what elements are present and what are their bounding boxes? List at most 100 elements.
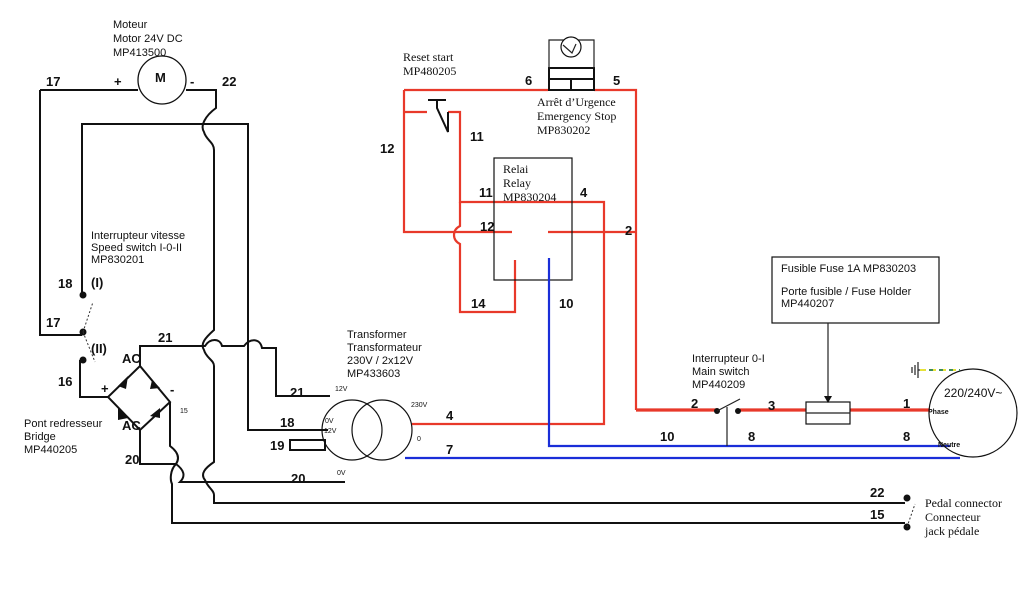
main-switch-label-line: Main switch xyxy=(692,366,749,378)
supply-voltage-label: 220/240V~ xyxy=(944,386,1002,400)
transformer-label-line: Transformer xyxy=(347,329,407,341)
wire-22 xyxy=(186,89,905,504)
bridge-minus: - xyxy=(170,382,174,397)
fuse-label-line: Porte fusible / Fuse Holder xyxy=(781,286,912,298)
reset-button-icon xyxy=(428,99,449,133)
bridge-label-line: Bridge xyxy=(24,431,56,443)
wire-19-link xyxy=(289,439,326,451)
bridge-label-line: MP440205 xyxy=(24,444,77,456)
wire-number: 6 xyxy=(525,73,532,88)
bridge-label-line: Pont redresseur xyxy=(24,418,103,430)
speed-pos-1: (I) xyxy=(91,275,103,290)
wire-11-4 xyxy=(412,110,606,426)
bridge-plus: + xyxy=(101,381,109,396)
wire-number: 22 xyxy=(222,74,236,89)
tx-12v-top: 12V xyxy=(335,386,348,393)
transformer-label: Transformer Transformateur 230V / 2x12V … xyxy=(347,329,422,380)
fuse-label-line: MP440207 xyxy=(781,298,834,310)
wire-18 xyxy=(81,123,328,431)
tx-0v-a: 0V xyxy=(325,418,334,425)
wire-number: 10 xyxy=(660,429,674,444)
diode-4-icon xyxy=(150,408,160,418)
main-switch-lever xyxy=(716,398,741,412)
motor-symbol xyxy=(137,55,187,105)
wire-number: 2 xyxy=(625,223,632,238)
fuse-label: Fusible Fuse 1A MP830203 Porte fusible /… xyxy=(781,263,916,310)
wire-number: 18 xyxy=(58,276,72,291)
wire-number: 4 xyxy=(446,408,454,423)
bridge-label: Pont redresseur Bridge MP440205 xyxy=(24,418,103,456)
wire-number: 21 xyxy=(290,385,304,400)
wire-number: 21 xyxy=(158,330,172,345)
speed-switch-label-line: MP830201 xyxy=(91,254,144,266)
estop-label-line: Emergency Stop xyxy=(537,109,616,123)
wire-number: 14 xyxy=(471,296,486,311)
wire-number: 17 xyxy=(46,74,60,89)
reset-label-line: MP480205 xyxy=(403,64,456,78)
wire-number: 10 xyxy=(559,296,573,311)
reset-label: Reset start MP480205 xyxy=(403,50,456,78)
estop-label-line: Arrêt d’Urgence xyxy=(537,95,616,109)
wire-number: 19 xyxy=(270,438,284,453)
pedal-label: Pedal connector Connecteur jack pédale xyxy=(924,496,1002,538)
wire-14 xyxy=(452,202,517,314)
supply-neutre-label: Neutre xyxy=(938,442,960,449)
wire-16 xyxy=(79,360,108,398)
estop-label: Arrêt d’Urgence Emergency Stop MP830202 xyxy=(537,95,616,137)
relay-label-line: MP830204 xyxy=(503,190,556,204)
relay-box xyxy=(493,157,573,281)
switch-contact-1 xyxy=(79,291,87,299)
pedal-switch-lever xyxy=(906,503,916,528)
speed-pos-2: (II) xyxy=(91,341,107,356)
bridge-ac-top: AC xyxy=(122,351,141,366)
tx-12v: 12V xyxy=(324,428,337,435)
fuse-label-box xyxy=(771,256,940,324)
wire-numbers: 17 22 12 11 6 5 11 4 12 2 14 10 18 17 16… xyxy=(46,73,910,522)
supply-phase-label: Phase xyxy=(928,409,949,416)
wire-number: 11 xyxy=(479,185,493,200)
main-switch-contact-b xyxy=(735,408,741,414)
wire-17-left xyxy=(39,90,82,336)
wire-5 xyxy=(594,88,638,410)
switch-contact-2 xyxy=(79,356,87,364)
wire-10-8 xyxy=(547,258,950,448)
transformer-label-line: Transformateur xyxy=(347,342,422,354)
main-switch-label-line: Interrupteur 0-I xyxy=(692,353,765,365)
wire-number: 17 xyxy=(46,315,60,330)
transformer-primary xyxy=(351,399,413,461)
motor-plus: + xyxy=(114,74,122,89)
wire-number: 20 xyxy=(125,452,139,467)
transformer-label-line: 230V / 2x12V xyxy=(347,355,414,367)
transformer-secondary xyxy=(321,399,383,461)
relay-label: Relai Relay MP830204 xyxy=(503,162,556,204)
speed-switch-label-line: Speed switch I-0-II xyxy=(91,242,182,254)
tx-0v-b: 0V xyxy=(337,470,346,477)
diode-2-icon xyxy=(150,380,160,389)
wire-12 xyxy=(402,90,512,234)
motor-label-line: Motor 24V DC xyxy=(113,33,183,45)
relay-label-line: Relay xyxy=(503,176,531,190)
wire-number: 18 xyxy=(280,415,294,430)
motor-label: Moteur Motor 24V DC MP413500 xyxy=(113,19,183,59)
wire-number: 5 xyxy=(613,73,620,88)
speed-switch-label: Interrupteur vitesse Speed switch I-0-II… xyxy=(91,230,185,266)
earth-icon xyxy=(911,362,920,378)
bridge-ac-bottom: AC xyxy=(122,418,141,433)
tx-0: 0 xyxy=(417,436,421,443)
diode-1-icon xyxy=(118,376,128,389)
estop-label-line: MP830202 xyxy=(537,123,590,137)
wire-number: 22 xyxy=(870,485,884,500)
motor-symbol-label: M xyxy=(155,70,166,85)
wire-number: 2 xyxy=(691,396,698,411)
switch-lever-2 xyxy=(82,331,96,363)
motor-label-line: Moteur xyxy=(113,19,148,31)
pedal-label-line: Pedal connector xyxy=(925,496,1002,510)
wire-number: 12 xyxy=(480,219,494,234)
wire-number: 3 xyxy=(768,398,775,413)
main-switch-label-line: MP440209 xyxy=(692,379,745,391)
tx-230v: 230V xyxy=(411,402,428,409)
pedal-label-line: jack pédale xyxy=(924,524,979,538)
reset-label-line: Reset start xyxy=(403,50,454,64)
wire-21 xyxy=(139,339,330,397)
